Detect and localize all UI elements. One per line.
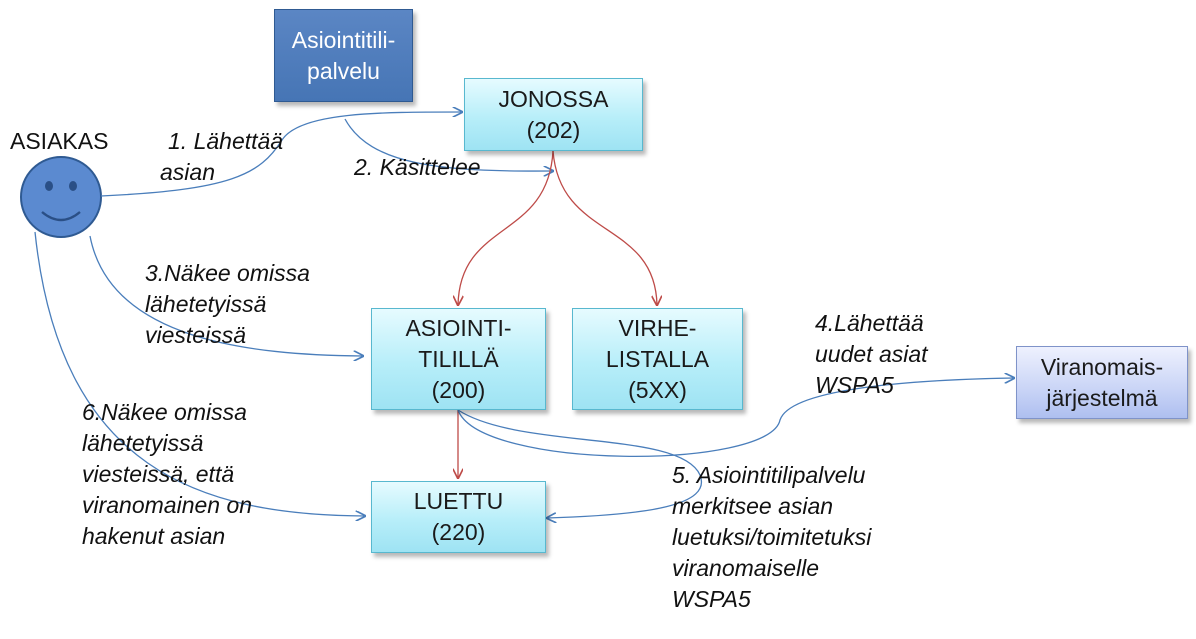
step-6-line: hakenut asian <box>82 523 226 549</box>
step-1-line: 1. Lähettää <box>168 128 284 154</box>
step-4-line: 4.Lähettää <box>815 310 924 336</box>
error-list-box-line: VIRHE- <box>618 314 697 341</box>
step-5-line: viranomaiselle <box>672 555 820 581</box>
read-box-line: (220) <box>431 519 486 545</box>
step-6-line: viranomainen on <box>82 492 253 518</box>
connector-send <box>100 112 462 197</box>
authority-box-line: Viranomais- <box>1040 353 1164 380</box>
authority-box-line: järjestelmä <box>1046 384 1158 411</box>
step-1-label: 1. Lähettää asian <box>160 126 283 188</box>
step-3-label: 3.Näkee omissa lähetetyissä viesteissä <box>145 258 310 351</box>
error-list-box: VIRHE- LISTALLA (5XX) <box>572 308 743 410</box>
connector-to-in-account <box>458 150 554 305</box>
connector-mark-read <box>457 409 703 518</box>
in-account-box-line: (200) <box>431 376 486 403</box>
in-account-box: ASIOINTI- TILILLÄ (200) <box>371 308 546 410</box>
service-box: Asiointitili- palvelu <box>274 9 413 102</box>
queued-box: JONOSSA (202) <box>464 78 643 151</box>
connector-process <box>344 118 553 171</box>
customer-smiley-icon <box>20 156 102 238</box>
queued-box-line: JONOSSA <box>498 85 609 112</box>
authority-system-box: Viranomais- järjestelmä <box>1016 346 1188 419</box>
step-4-line: uudet asiat <box>815 341 928 367</box>
in-account-box-line: TILILLÄ <box>418 345 499 372</box>
step-5-label: 5. Asiointitilipalvelu merkitsee asian l… <box>672 460 871 615</box>
service-box-line: Asiointitili- <box>291 26 396 53</box>
in-account-box-line: ASIOINTI- <box>405 314 512 341</box>
connector-sees-fetched <box>34 231 365 516</box>
step-2-line: 2. Käsittelee <box>354 154 481 180</box>
read-box: LUETTU (220) <box>371 481 546 553</box>
connector-sees-sent <box>89 235 363 356</box>
step-4-label: 4.Lähettää uudet asiat WSPA5 <box>815 308 928 401</box>
step-5-line: 5. Asiointitilipalvelu <box>672 462 866 488</box>
step-3-line: viesteissä <box>145 322 246 348</box>
read-box-line: LUETTU <box>413 488 504 514</box>
error-list-box-line: (5XX) <box>628 376 687 403</box>
step-3-line: lähetetyissä <box>145 291 267 317</box>
step-5-line: merkitsee asian <box>672 493 834 519</box>
queued-box-line: (202) <box>526 116 581 143</box>
step-5-line: WSPA5 <box>672 586 751 612</box>
step-6-line: viesteissä, että <box>82 461 235 487</box>
connector-to-error-list <box>552 150 657 305</box>
step-4-line: WSPA5 <box>815 372 894 398</box>
step-6-line: lähetetyissä <box>82 430 204 456</box>
step-6-line: 6.Näkee omissa <box>82 399 247 425</box>
step-5-line: luetuksi/toimitetuksi <box>672 524 872 550</box>
step-1-line: asian <box>160 159 215 185</box>
error-list-box-line: LISTALLA <box>605 345 710 372</box>
service-box-line: palvelu <box>307 57 380 84</box>
step-2-label: 2. Käsittelee <box>354 152 481 183</box>
step-3-line: 3.Näkee omissa <box>145 260 310 286</box>
connector-send-authority <box>457 378 1014 457</box>
customer-label: ASIAKAS <box>10 128 109 154</box>
step-6-label: 6.Näkee omissa lähetetyissä viesteissä, … <box>82 397 252 552</box>
